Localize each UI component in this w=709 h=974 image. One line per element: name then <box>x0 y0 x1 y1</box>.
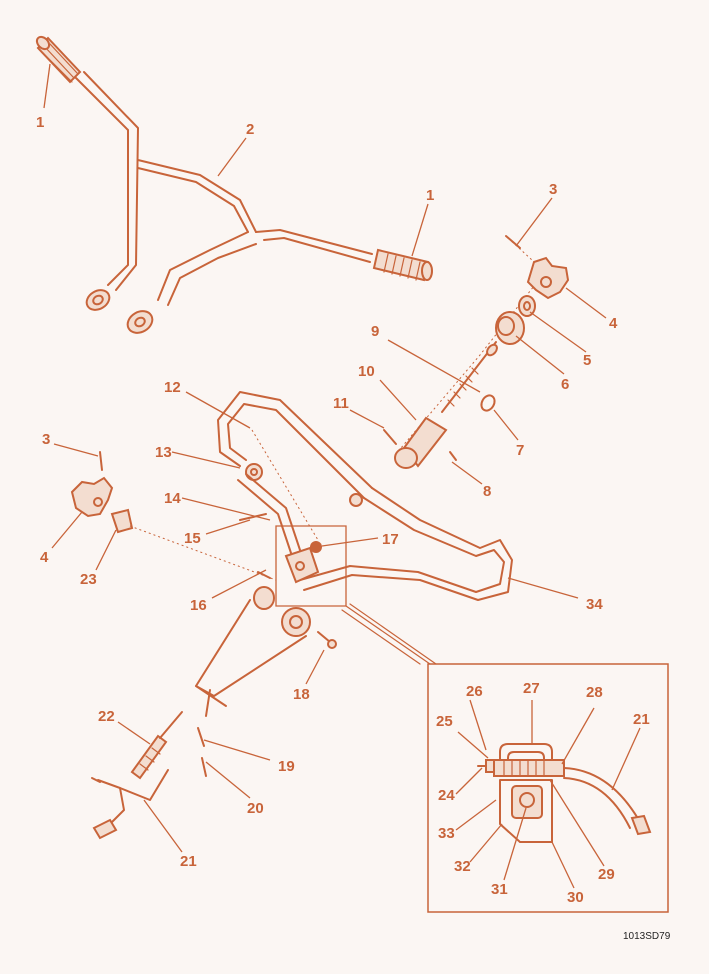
callout-1: 1 <box>426 187 434 204</box>
set-screw <box>449 451 457 461</box>
callout-21: 21 <box>180 853 197 870</box>
callout-24: 24 <box>438 787 455 804</box>
callout-3: 3 <box>549 181 557 198</box>
grip-left <box>35 35 82 84</box>
callout-18: 18 <box>293 686 310 703</box>
washer <box>518 295 536 317</box>
callout-33: 33 <box>438 825 455 842</box>
handle-bolt-top <box>349 493 363 507</box>
set-screw-small <box>383 429 397 445</box>
callout-11: 11 <box>333 395 349 412</box>
wire-harness <box>91 769 169 840</box>
pin <box>505 235 521 249</box>
pivot-sleeve-left <box>253 586 275 610</box>
callout-16: 16 <box>190 597 207 614</box>
callout-17: 17 <box>382 531 399 548</box>
pin-left-3 <box>99 451 103 471</box>
leader-lines <box>43 63 641 889</box>
callout-4: 4 <box>609 315 618 332</box>
upper-handlebar <box>35 35 433 334</box>
bolt-18 <box>317 631 337 649</box>
callout-28: 28 <box>586 684 603 701</box>
callout-32: 32 <box>454 858 471 875</box>
lower-tube <box>195 599 307 717</box>
handle-eyelet-right <box>126 310 154 334</box>
callout-31: 31 <box>491 881 508 898</box>
detail-inset <box>427 663 669 913</box>
sleeve <box>394 416 448 469</box>
grip-right <box>372 248 433 282</box>
callout-8: 8 <box>483 483 491 500</box>
pivot-marker <box>310 541 322 553</box>
cable-adjuster <box>130 711 183 780</box>
cable-wire <box>197 727 207 777</box>
clip-ring <box>480 394 496 412</box>
callout-25: 25 <box>436 713 453 730</box>
drawing-code: 1013SD79 <box>623 931 671 942</box>
pivot-sleeve-right <box>281 607 311 637</box>
callout-22: 22 <box>98 708 115 725</box>
callout-15: 15 <box>184 530 201 547</box>
callout-2: 2 <box>246 121 254 138</box>
callout-7: 7 <box>516 442 524 459</box>
callout-23: 23 <box>80 571 97 588</box>
left-knob-group <box>70 451 277 581</box>
bracket-assembly <box>237 429 437 665</box>
callout-14: 14 <box>164 490 181 507</box>
callout-1: 1 <box>36 114 44 131</box>
callout-12: 12 <box>164 379 181 396</box>
spring-rod <box>441 341 498 413</box>
callout-10: 10 <box>358 363 375 380</box>
callout-34: 34 <box>586 596 603 613</box>
callouts: 1 2 1 3 4 5 6 9 7 10 11 8 12 3 13 14 4 1… <box>36 114 650 906</box>
callout-30: 30 <box>567 889 584 906</box>
callout-19: 19 <box>278 758 295 775</box>
callout-13: 13 <box>155 444 172 461</box>
shaft-parts <box>383 235 570 469</box>
cable-clamp <box>284 546 320 584</box>
callout-6: 6 <box>561 376 569 393</box>
star-knob-left <box>70 476 114 518</box>
stud <box>110 508 134 534</box>
star-knob-right <box>526 256 570 300</box>
callout-3: 3 <box>42 431 50 448</box>
callout-29: 29 <box>598 866 615 883</box>
callout-20: 20 <box>247 800 264 817</box>
callout-26: 26 <box>466 683 483 700</box>
callout-5: 5 <box>583 352 591 369</box>
callout-9: 9 <box>371 323 379 340</box>
callout-4: 4 <box>40 549 49 566</box>
switch-bracket <box>477 743 652 843</box>
loop-handle <box>217 391 513 601</box>
callout-27: 27 <box>523 680 540 697</box>
loop-hinge <box>245 463 263 481</box>
pin-left <box>239 513 267 521</box>
handle-eyelet-left <box>85 289 111 311</box>
callout-21: 21 <box>633 711 650 728</box>
